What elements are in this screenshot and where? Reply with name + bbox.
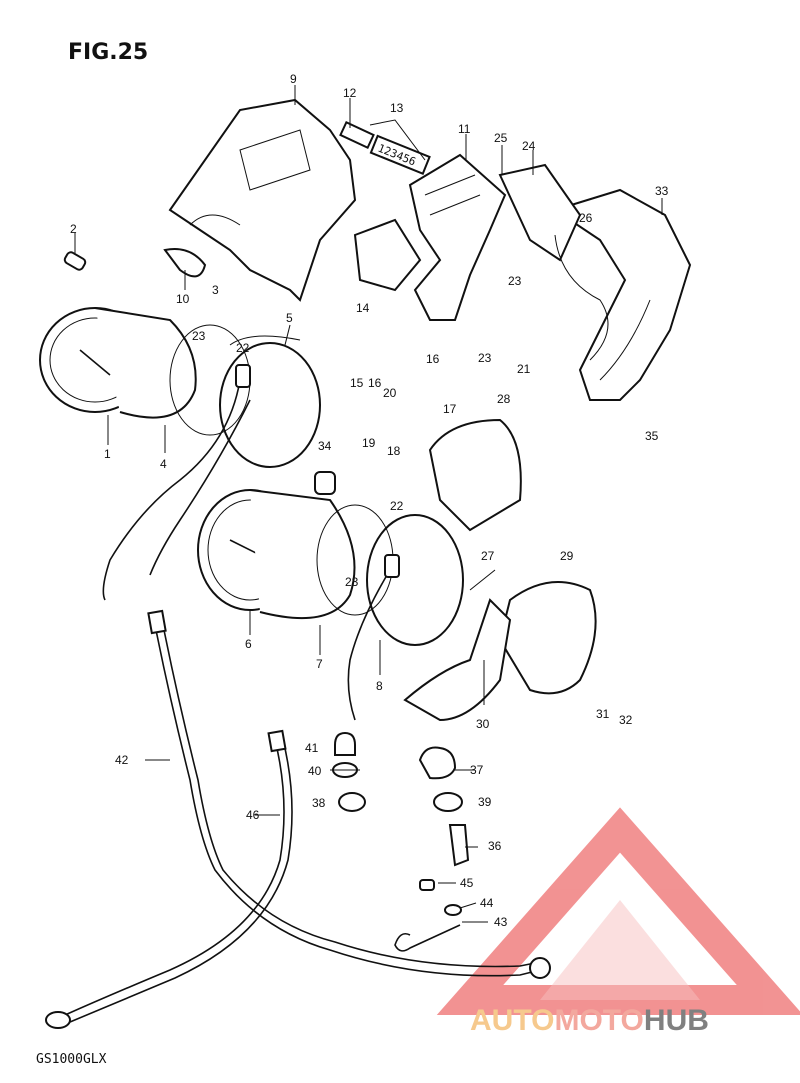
model-label: GS1000GLX (36, 1052, 107, 1067)
callout-32: 32 (619, 713, 633, 727)
callout-38: 38 (312, 796, 326, 810)
callout-21: 21 (517, 362, 531, 376)
callout-7: 7 (316, 657, 323, 671)
callout-33: 33 (655, 184, 669, 198)
tachometer-cable-46 (64, 739, 285, 1016)
pad-10 (163, 248, 207, 278)
callout-30: 30 (476, 717, 490, 731)
callout-45: 45 (460, 876, 474, 890)
callout-22b: 22 (390, 499, 404, 513)
cushion-37 (418, 746, 457, 780)
callout-37: 37 (470, 763, 484, 777)
figure-title: FIG.25 (68, 40, 149, 65)
callout-31: 31 (596, 707, 610, 721)
watermark-triangle (436, 807, 800, 1015)
watermark-hub: HUB (644, 1004, 709, 1037)
callout-35: 35 (645, 429, 659, 443)
callout-10: 10 (176, 292, 190, 306)
callout-27: 27 (481, 549, 495, 563)
watermark-logo: AUTOMOTOHUB (436, 807, 800, 1037)
bulb-socket-22b (384, 554, 400, 578)
callout-6: 6 (245, 637, 252, 651)
indicator-panel (408, 153, 507, 321)
callout-39: 39 (478, 795, 492, 809)
callout-2: 2 (70, 222, 77, 236)
bulb-socket-22 (235, 364, 251, 388)
callout-12: 12 (343, 86, 357, 100)
callout-5: 5 (286, 311, 293, 325)
callout-11: 11 (458, 122, 471, 136)
speedometer-case (219, 342, 321, 468)
grommet-34 (314, 471, 336, 495)
callout-4: 4 (160, 457, 167, 471)
tachometer-housing (249, 489, 356, 620)
clip-43 (394, 924, 461, 952)
rear-cover-28 (428, 418, 522, 532)
callout-13: 13 (390, 101, 404, 115)
bracket-14 (353, 218, 422, 292)
washer-38 (338, 792, 366, 812)
callout-23b: 23 (478, 351, 492, 365)
callout-42: 42 (115, 753, 129, 767)
callout-34: 34 (318, 439, 332, 453)
tachometer-case (366, 514, 464, 646)
nut-41 (334, 731, 356, 756)
callout-23d: 23 (345, 575, 359, 589)
callout-20: 20 (383, 386, 397, 400)
callout-9: 9 (290, 72, 297, 86)
callout-46: 46 (246, 808, 260, 822)
callout-17: 17 (443, 402, 457, 416)
speedometer-cable-42 (154, 624, 541, 977)
washer-44 (444, 904, 462, 916)
meter-cover-right (552, 188, 692, 401)
callout-23a: 23 (192, 329, 206, 343)
watermark-auto: AUTO (470, 1004, 554, 1037)
callout-18: 18 (387, 444, 401, 458)
callout-25: 25 (494, 131, 508, 145)
callout-16b: 16 (426, 352, 440, 366)
callout-3: 3 (212, 283, 219, 297)
callout-44: 44 (480, 896, 494, 910)
callout-15: 15 (350, 376, 364, 390)
callout-24: 24 (522, 139, 536, 153)
callout-43: 43 (494, 915, 508, 929)
callout-28: 28 (497, 392, 511, 406)
callout-41: 41 (305, 741, 319, 755)
indicator-lamp-panel (498, 163, 582, 262)
callout-16a: 16 (368, 376, 382, 390)
bolt-36 (448, 824, 470, 867)
callout-23c: 23 (508, 274, 522, 288)
callout-36: 36 (488, 839, 502, 853)
callout-26: 26 (579, 211, 593, 225)
rear-cover-29 (498, 581, 597, 695)
bulb-2 (63, 251, 87, 271)
svg-text:AUTOMOTOHUB: AUTOMOTOHUB (470, 1004, 709, 1037)
callout-1: 1 (104, 447, 111, 461)
trip-reset-knob (339, 120, 375, 150)
washer-39 (433, 792, 463, 812)
callout-8: 8 (376, 679, 383, 693)
callout-29: 29 (560, 549, 574, 563)
callout-19: 19 (362, 436, 376, 450)
callout-22a: 22 (236, 341, 250, 355)
callout-labels: 1 2 3 4 5 6 7 8 9 10 11 12 13 14 15 16 1… (70, 72, 669, 929)
callout-14: 14 (356, 301, 370, 315)
callout-40: 40 (308, 764, 322, 778)
odometer-frame (369, 134, 431, 175)
watermark-moto: MOTO (554, 1004, 643, 1037)
screw-45 (419, 879, 435, 891)
